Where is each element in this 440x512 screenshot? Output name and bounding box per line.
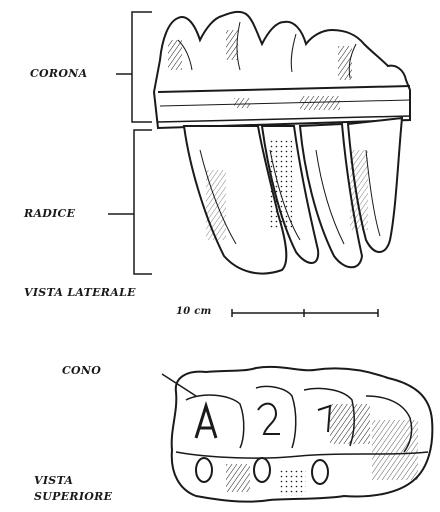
lateral-view-label: VISTA LATERALE bbox=[24, 286, 136, 299]
crown-label: CORONA bbox=[30, 67, 87, 80]
root-bracket bbox=[108, 130, 152, 274]
tooth-roots bbox=[184, 118, 402, 274]
scale-bar bbox=[232, 309, 378, 317]
cone-label: CONO bbox=[62, 364, 101, 377]
top-view-label-line1: VISTA bbox=[34, 474, 73, 487]
top-view-label-line2: SUPERIORE bbox=[34, 490, 112, 503]
tooth-top-view bbox=[172, 367, 433, 502]
scale-label: 10 cm bbox=[176, 306, 212, 317]
root-label: RADICE bbox=[24, 207, 75, 220]
tooth-crown bbox=[154, 12, 410, 128]
crown-bracket bbox=[116, 12, 152, 122]
